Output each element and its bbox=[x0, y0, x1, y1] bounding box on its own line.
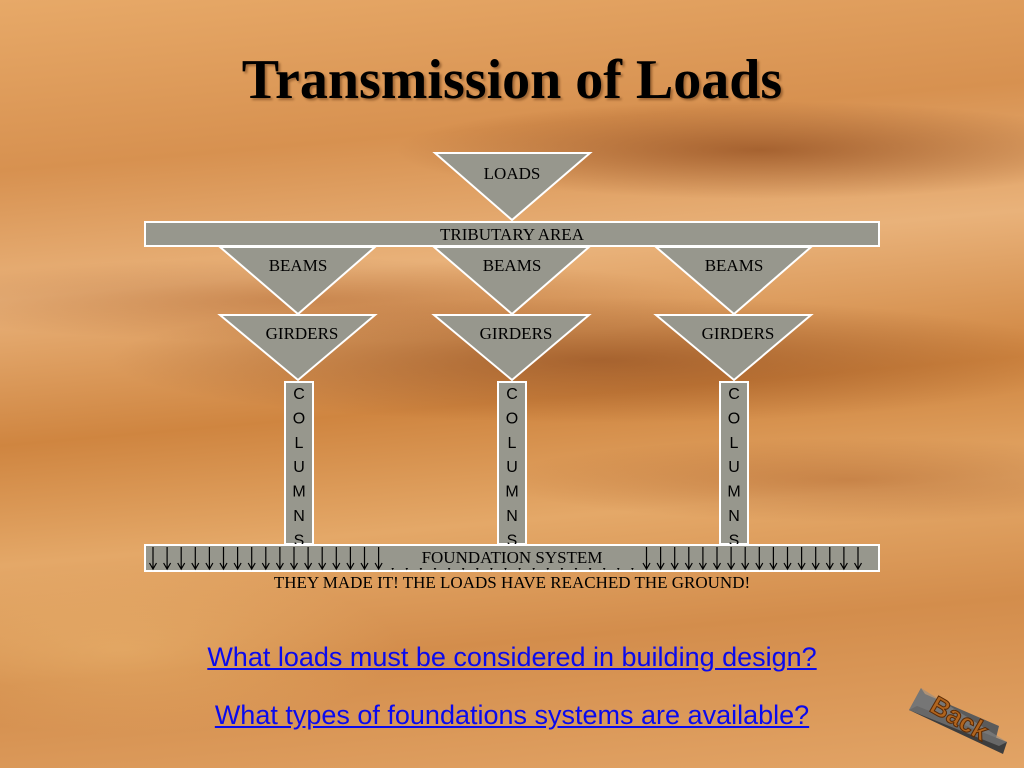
down-arrow-icon bbox=[191, 547, 200, 571]
column-letter: U bbox=[293, 459, 305, 476]
column-letter: N bbox=[293, 508, 305, 525]
girder-triangle-right bbox=[653, 314, 814, 382]
down-arrow-icon bbox=[247, 547, 256, 571]
back-arrow-3d-icon bbox=[909, 688, 1007, 754]
column-letter: O bbox=[506, 410, 518, 427]
down-arrow-icon bbox=[289, 547, 299, 571]
beam-triangle-right bbox=[653, 246, 814, 316]
down-arrow-icon bbox=[177, 547, 186, 571]
ground-message: THEY MADE IT! THE LOADS HAVE REACHED THE… bbox=[273, 573, 751, 592]
column-letter: C bbox=[293, 386, 305, 403]
loads-label: LOADS bbox=[484, 164, 541, 183]
down-arrow-icon bbox=[642, 547, 651, 571]
column-letter: S bbox=[729, 532, 740, 549]
down-arrow-icon bbox=[219, 547, 228, 571]
down-arrow-icon bbox=[797, 547, 806, 571]
tributary-area-bar bbox=[144, 221, 880, 247]
girder-label-center: GIRDERS bbox=[480, 324, 553, 343]
column-letter: S bbox=[507, 532, 518, 549]
column-letter: S bbox=[294, 532, 305, 549]
question-link-foundations[interactable]: What types of foundations systems are av… bbox=[214, 700, 810, 730]
beam-triangle-left bbox=[217, 246, 378, 316]
down-arrow-icon bbox=[783, 547, 792, 571]
down-arrow-icon bbox=[712, 547, 722, 571]
down-arrow-icon bbox=[148, 547, 158, 571]
beam-label-center: BEAMS bbox=[483, 256, 542, 275]
down-arrow-icon bbox=[769, 547, 778, 571]
down-arrow-icon bbox=[825, 547, 834, 571]
girder-triangle-left bbox=[217, 314, 378, 382]
column-letter: O bbox=[728, 410, 740, 427]
down-arrow-icon bbox=[374, 547, 383, 571]
slide-title: Transmission of Loads bbox=[241, 49, 783, 111]
girder-label-left: GIRDERS bbox=[266, 324, 339, 343]
column-center bbox=[497, 381, 527, 545]
column-letter: M bbox=[505, 484, 518, 501]
question-link-loads[interactable]: What loads must be considered in buildin… bbox=[207, 642, 817, 672]
down-arrow-icon bbox=[656, 547, 665, 571]
column-letter: N bbox=[728, 508, 740, 525]
foundation-label-backing bbox=[384, 546, 640, 568]
column-letter: M bbox=[727, 484, 740, 501]
column-letter: O bbox=[293, 410, 305, 427]
tributary-area-label: TRIBUTARY AREA bbox=[440, 225, 585, 244]
column-letter: U bbox=[506, 459, 518, 476]
column-letter: L bbox=[508, 435, 517, 452]
down-arrow-icon bbox=[360, 547, 369, 571]
column-letter: N bbox=[506, 508, 518, 525]
beam-label-left: BEAMS bbox=[269, 256, 328, 275]
down-arrow-icon bbox=[233, 547, 242, 571]
column-letter: C bbox=[728, 386, 740, 403]
down-arrow-icon bbox=[698, 547, 707, 571]
column-left bbox=[284, 381, 314, 545]
down-arrow-icon bbox=[727, 547, 736, 571]
down-arrow-icon bbox=[163, 547, 172, 571]
down-arrow-icon bbox=[853, 547, 863, 571]
down-arrow-icon bbox=[332, 547, 341, 571]
load-path-diagram: LOADS TRIBUTARY AREA BEAMS BEAMS BEAMS G… bbox=[144, 152, 880, 572]
loads-triangle bbox=[432, 152, 593, 222]
column-letter: C bbox=[506, 386, 518, 403]
beam-triangle-center bbox=[431, 246, 592, 316]
column-letter: L bbox=[730, 435, 739, 452]
down-arrow-icon bbox=[261, 547, 270, 571]
down-arrow-icon bbox=[839, 547, 848, 571]
foundation-system-label: FOUNDATION SYSTEM bbox=[422, 548, 603, 567]
down-arrow-icon bbox=[811, 547, 820, 571]
beam-label-right: BEAMS bbox=[705, 256, 764, 275]
down-arrow-icon bbox=[670, 547, 679, 571]
down-arrow-icon bbox=[318, 547, 327, 571]
down-arrow-icon bbox=[275, 547, 284, 571]
girder-triangle-center bbox=[431, 314, 592, 382]
girder-label-right: GIRDERS bbox=[702, 324, 775, 343]
column-letter: U bbox=[728, 459, 740, 476]
down-arrow-icon bbox=[205, 547, 214, 571]
down-arrow-icon bbox=[684, 547, 693, 571]
column-letter: L bbox=[295, 435, 304, 452]
down-arrow-icon bbox=[741, 547, 750, 571]
down-arrow-icon bbox=[304, 547, 313, 571]
down-arrow-icon bbox=[346, 547, 355, 571]
back-button[interactable]: Back bbox=[903, 680, 1015, 760]
column-letter: M bbox=[292, 484, 305, 501]
down-arrow-icon bbox=[755, 547, 764, 571]
column-right bbox=[719, 381, 749, 545]
